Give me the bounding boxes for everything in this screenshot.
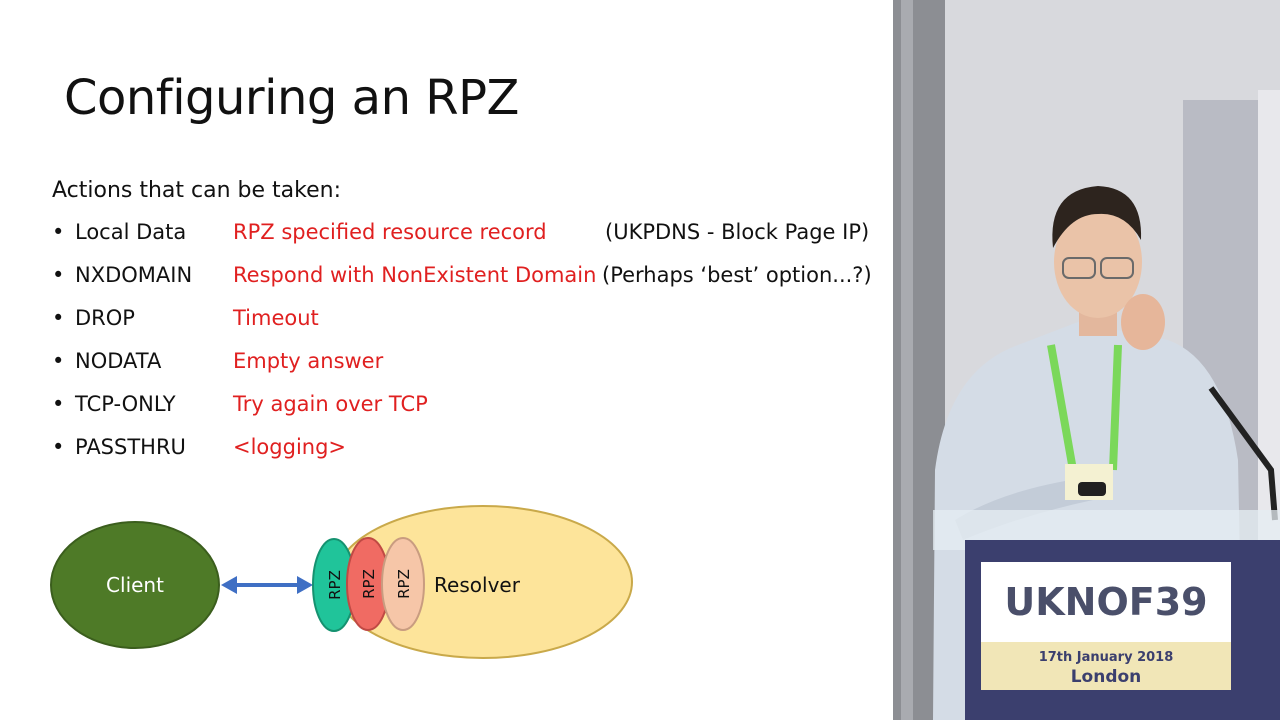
action-description: Respond with NonExistent Domain [233,263,597,287]
action-name: PASSTHRU [75,435,186,459]
bullet-icon: • [52,263,65,287]
lanyard [1047,344,1122,471]
bullet-icon: • [52,435,65,459]
slide-subtitle: Actions that can be taken: [52,178,341,203]
client-node [50,521,220,649]
action-note: (Perhaps ‘best’ option...?) [602,263,872,287]
bullet-icon: • [52,306,65,330]
date-panel [981,642,1231,690]
speaker-hand [1121,294,1165,350]
microphone [1208,386,1278,521]
slide-title: Configuring an RPZ [64,70,519,126]
speaker-video: UKNOF39 17th January 2018 London [893,0,1280,720]
arrow-head-right [297,576,313,594]
client-label: Client [106,573,164,597]
action-description: Empty answer [233,349,384,373]
bullet-icon: • [52,220,65,244]
action-name: NODATA [75,349,162,373]
bullet-icon: • [52,349,65,373]
action-description: RPZ specified resource record [233,220,547,244]
presentation-slide: Configuring an RPZ Actions that can be t… [50,70,872,659]
action-description: Try again over TCP [233,392,428,416]
event-date: 17th January 2018 [1039,650,1174,665]
arrow-head-left [221,576,237,594]
bullet-icon: • [52,392,65,416]
rpz-zone-3 [381,537,425,631]
action-name: NXDOMAIN [75,263,193,287]
clicker-icon [1078,482,1106,496]
action-name: Local Data [75,220,187,244]
resolver-label: Resolver [434,573,521,597]
speaker-scene: UKNOF39 17th January 2018 London [893,0,1280,720]
rpz-label-3: RPZ [395,569,413,599]
event-city: London [1071,667,1142,687]
logo-panel [981,562,1231,642]
speaker-hair [1052,186,1142,248]
action-description: <logging> [233,435,347,459]
action-note: (UKPDNS - Block Page IP) [605,220,870,244]
rpz-label-1: RPZ [326,570,344,600]
action-name: DROP [75,306,135,330]
speaker-face [1054,206,1142,318]
rpz-diagram: Client Resolver RPZ RPZ RPZ [50,505,633,659]
conference-logo: UKNOF39 [1004,580,1207,624]
action-description: Timeout [233,306,319,330]
action-name: TCP-ONLY [75,392,176,416]
glasses-icon [1062,257,1096,279]
rpz-label-2: RPZ [360,569,378,599]
